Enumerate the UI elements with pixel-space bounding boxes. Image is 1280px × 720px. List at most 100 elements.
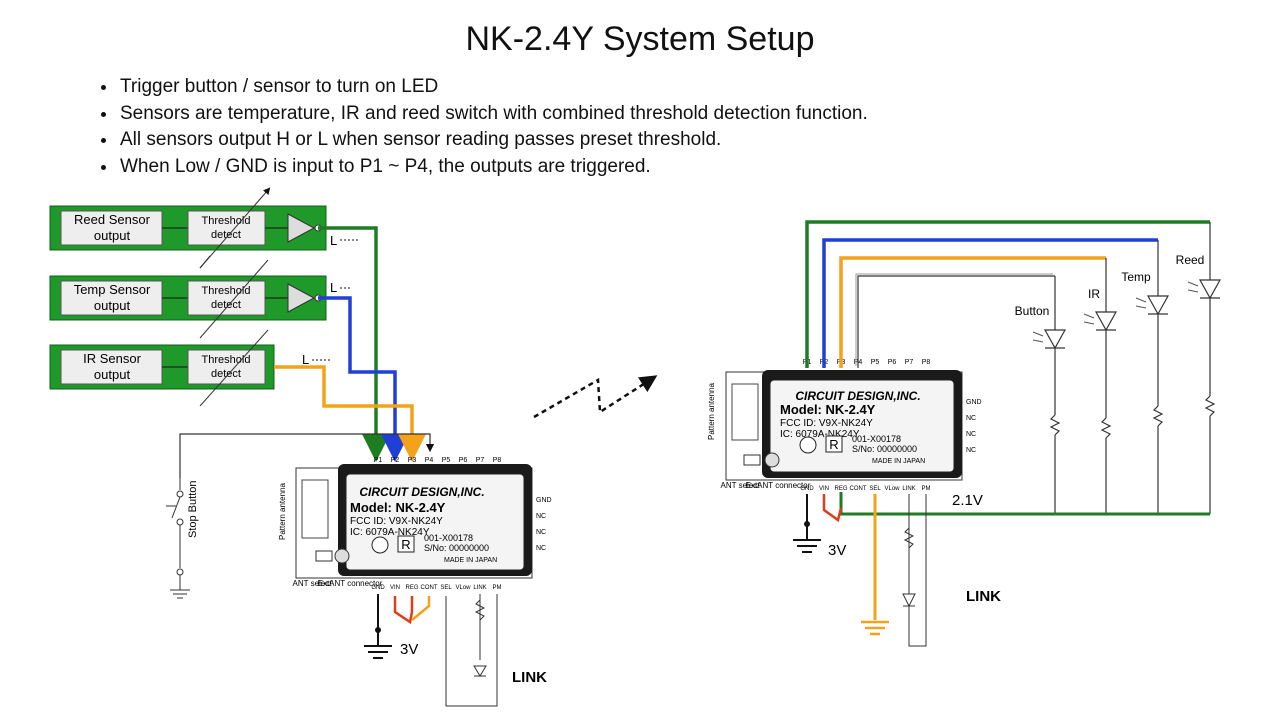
svg-text:NC: NC [536,545,546,552]
rf-link-icon [533,375,658,419]
antenna-icon [301,479,329,539]
threshold-label: detect [211,299,241,311]
wire-out-p4 [857,275,1055,368]
wire-out-p3 [839,256,1106,368]
wire-supply-rail [839,492,1210,516]
rf-module-right: CIRCUIT DESIGN,INC. Model: NK-2.4Y FCC I… [725,370,963,481]
svg-text:VIN: VIN [819,486,829,492]
pin-labels-side-left: GND NC NC NC [536,497,552,552]
r-mark: R [829,437,838,452]
extant-label: ExtANT connector [318,579,383,588]
vcc-label-right: 3V [828,542,846,559]
module-fcc: FCC ID: V9X-NK24Y [350,516,443,527]
channel-label-ir: IR [1088,287,1100,301]
led-column-ir [1094,258,1118,514]
module-serial: 001-X00178 [852,434,901,444]
module-ic: IC: 6079A-NK24Y [350,527,430,538]
svg-text:LINK: LINK [902,486,915,492]
bullet-list: Trigger button / sensor to turn on LED S… [96,74,868,180]
pin-labels-top-left: P1 P2 P3 P4 P5 P6 P7 P8 [374,457,502,464]
ant-select-label: ANT select [721,481,761,490]
antenna-label: Pattern antenna [707,383,716,440]
module-model: Model: NK-2.4Y [780,402,876,417]
level-label: L [330,233,337,248]
svg-text:P6: P6 [888,359,897,366]
buffer-icon [287,213,316,243]
vcc2-label-right: 2.1V [952,492,983,509]
wire-reed [318,226,390,462]
channel-label-temp: Temp [1121,270,1151,284]
svg-text:GND: GND [800,486,814,492]
threshold-label: Threshold [202,354,251,366]
svg-text:P7: P7 [476,457,485,464]
svg-text:GND: GND [966,399,982,406]
link-label-left: LINK [512,669,547,686]
svg-text:P7: P7 [905,359,914,366]
svg-text:SEL: SEL [869,486,881,492]
ant-select-label: ANT select [293,579,333,588]
module-made: MADE IN JAPAN [872,458,925,465]
svg-text:PM: PM [493,585,502,591]
module-serial: 001-X00178 [424,533,473,543]
svg-text:CONT: CONT [850,486,867,492]
module-logo: CIRCUIT DESIGN,INC. [795,389,920,403]
sensor-label: Reed Sensor [74,212,151,227]
pin-labels-top-right: P1 P2 P3 P4 P5 P6 P7 P8 [803,359,931,366]
svg-text:P5: P5 [442,457,451,464]
wire-vin-left [393,596,414,625]
pin-labels-bottom-right: GND VIN REG CONT SEL VLow LINK PM [800,486,930,492]
slide-title: NK-2.4Y System Setup [465,20,815,58]
level-label: L [302,352,309,367]
module-logo: CIRCUIT DESIGN,INC. [359,485,484,499]
svg-text:P1: P1 [374,457,383,464]
module-serial: S/No: 00000000 [852,444,917,454]
svg-text:PM: PM [922,486,931,492]
bullet-item: When Low / GND is input to P1 ~ P4, the … [118,154,868,181]
svg-text:LINK: LINK [473,585,486,591]
svg-text:NC: NC [536,513,546,520]
led-column-reed [1198,222,1222,514]
pin-labels-bottom-left: GND VIN REG CONT SEL VLow LINK PM [371,585,501,591]
channel-label-reed: Reed [1176,253,1205,267]
antenna-label: Pattern antenna [278,483,287,540]
svg-text:CONT: CONT [421,585,438,591]
svg-text:NC: NC [536,529,546,536]
svg-text:P2: P2 [391,457,400,464]
wire-ir [274,365,426,462]
adjust-marks [199,187,271,407]
wire-out-p1 [805,220,1210,368]
svg-text:P8: P8 [493,457,502,464]
svg-text:VLow: VLow [884,486,900,492]
svg-text:P8: P8 [922,359,931,366]
wire-button [179,433,435,478]
buffer-icon [287,283,316,313]
extant-label: ExtANT connector [746,481,811,490]
certification-icon [371,536,389,554]
link-led-icon [902,593,916,608]
threshold-label: detect [211,229,241,241]
module-serial: S/No: 00000000 [424,543,489,553]
svg-text:VIN: VIN [390,585,400,591]
antenna-icon [731,383,759,441]
svg-text:P5: P5 [871,359,880,366]
wire-vin-right [822,494,843,523]
svg-text:VLow: VLow [455,585,471,591]
svg-text:REG: REG [405,585,418,591]
led-column-button [1043,276,1067,514]
link-led-icon [473,665,487,677]
sensor-label: Temp Sensor [74,282,151,297]
vcc-label-left: 3V [400,641,418,658]
pin-labels-side-right: GND NC NC NC [966,399,982,454]
wire-temp [318,296,409,462]
r-mark: R [401,537,410,552]
threshold-label: detect [211,368,241,380]
module-model: Model: NK-2.4Y [350,500,446,515]
svg-text:NC: NC [966,431,976,438]
threshold-label: Threshold [202,285,251,297]
rf-module-left: CIRCUIT DESIGN,INC. Model: NK-2.4Y FCC I… [295,464,533,579]
wire-out-p2 [822,238,1158,368]
sensor-label: output [94,367,131,382]
svg-text:GND: GND [536,497,552,504]
